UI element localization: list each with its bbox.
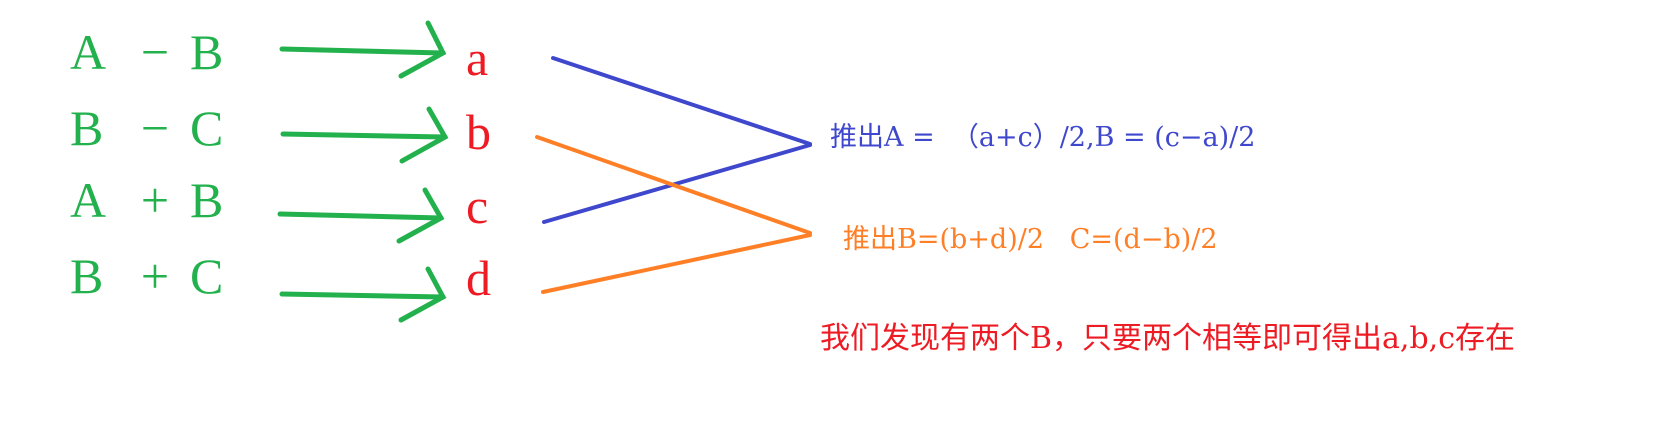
equation-rhs: C: [190, 100, 224, 156]
equation-row-1: A−B: [70, 24, 240, 80]
conclusion-text: 我们发现有两个B，只要两个相等即可得出a,b,c存在: [820, 321, 1516, 356]
arrow-right-icon: [279, 20, 447, 79]
equation-lhs: A: [70, 24, 107, 80]
variable-b: b: [466, 104, 491, 160]
blue-connector: [542, 56, 812, 224]
equation-rhs: C: [190, 248, 224, 304]
equation-lhs: B: [70, 248, 104, 304]
equation-lhs: B: [70, 100, 104, 156]
equation-rhs: B: [190, 172, 224, 228]
variable-a: a: [466, 30, 489, 86]
variable-d: d: [466, 250, 491, 306]
equation-lhs: A: [70, 172, 107, 228]
derivation-orange: 推出B=(b+d)/2 C=(d−b)/2: [843, 224, 1218, 255]
equation-row-3: A + B: [70, 172, 240, 228]
orange-connector: [535, 135, 812, 294]
derivation-blue: 推出A = （a+c）/2,B = (c−a)/2: [830, 122, 1256, 153]
equation-operator: +: [140, 172, 170, 228]
equation-operator: −: [140, 100, 170, 156]
equation-row-4: B + C: [70, 248, 240, 304]
equation-operator: +: [140, 248, 170, 304]
equation-row-2: B−C: [70, 100, 240, 156]
arrow-right-icon: [277, 187, 445, 244]
arrow-right-icon: [279, 266, 447, 323]
variable-c: c: [466, 178, 489, 234]
equation-operator: −: [140, 24, 170, 80]
equation-rhs: B: [190, 24, 224, 80]
arrow-right-icon: [280, 106, 449, 164]
arrows: [277, 20, 449, 323]
